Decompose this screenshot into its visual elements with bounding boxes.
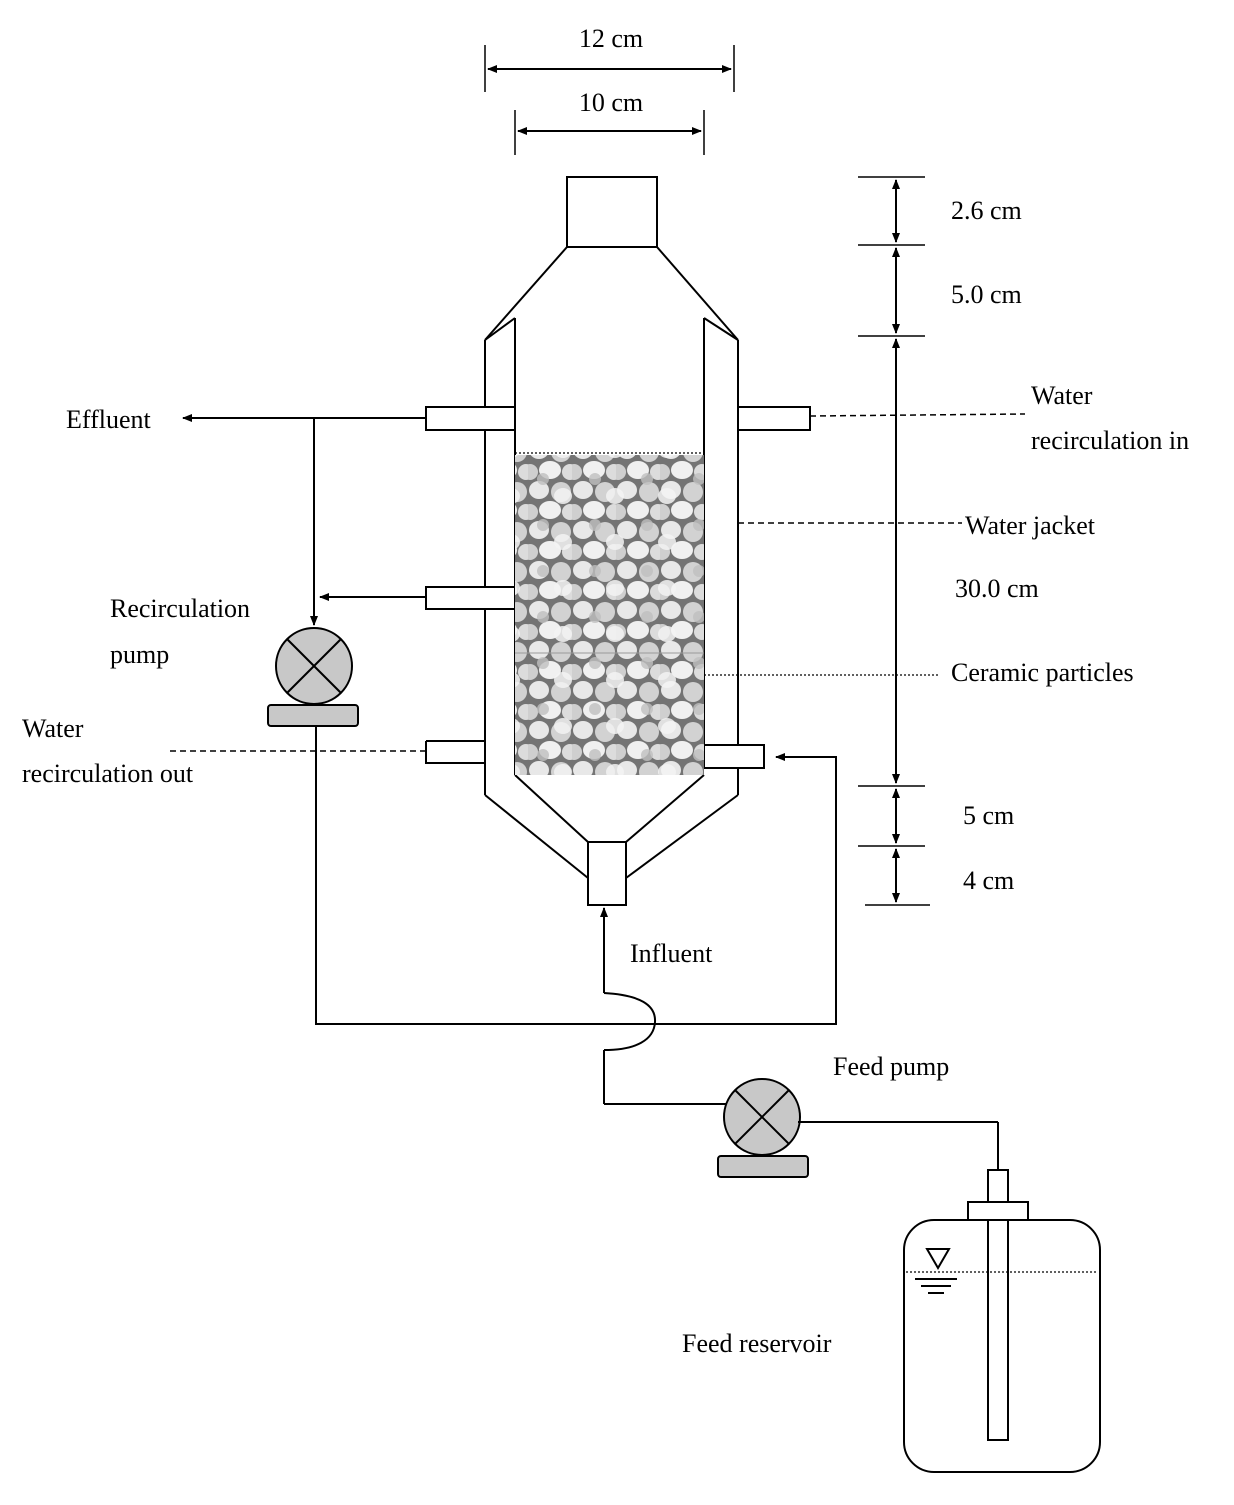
dim-bed-height: 30.0 cm xyxy=(955,574,1039,603)
height-dimensions xyxy=(858,176,930,906)
dim-inlet: 4 cm xyxy=(963,866,1014,895)
recirculation-piping xyxy=(182,414,837,1025)
effluent-label: Effluent xyxy=(66,405,151,434)
recirculation-pump-label-1: Recirculation xyxy=(110,594,250,623)
water-in-label-1: Water xyxy=(1031,381,1093,410)
dim-upper-cone: 5.0 cm xyxy=(951,280,1022,309)
feed-reservoir-label: Feed reservoir xyxy=(682,1329,832,1358)
ceramic-particles-label: Ceramic particles xyxy=(951,658,1134,687)
recirculation-pump-label-2: pump xyxy=(110,640,169,669)
feed-reservoir-icon xyxy=(903,1169,1101,1473)
dim-top-outlet: 2.6 cm xyxy=(951,196,1022,225)
bottom-inlet xyxy=(587,841,627,906)
feed-pump-label: Feed pump xyxy=(833,1052,949,1081)
feed-piping xyxy=(600,907,999,1178)
influent-label: Influent xyxy=(630,939,713,968)
water-out-label-1: Water xyxy=(22,714,84,743)
water-out-label-2: recirculation out xyxy=(22,759,194,788)
dim-lower-cone: 5 cm xyxy=(963,801,1014,830)
ceramic-particle-bed xyxy=(515,452,704,775)
top-outlet xyxy=(566,176,658,248)
water-in-label-2: recirculation in xyxy=(1031,426,1189,455)
water-jacket-label: Water jacket xyxy=(965,511,1096,540)
inner-width-label: 10 cm xyxy=(579,88,643,117)
width-dimensions xyxy=(484,45,735,155)
outer-width-label: 12 cm xyxy=(579,24,643,53)
water-in-leader xyxy=(809,413,1026,417)
